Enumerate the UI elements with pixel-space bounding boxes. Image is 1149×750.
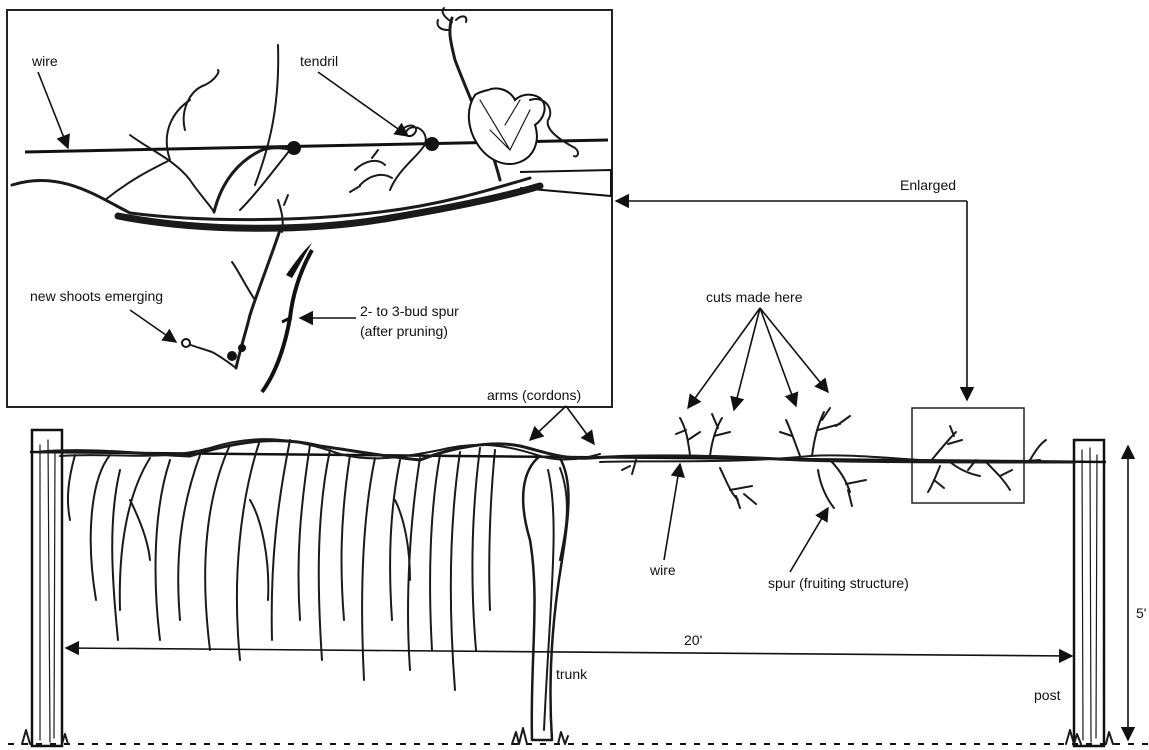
- tendril-label: tendril: [300, 53, 338, 69]
- new-shoots-label: new shoots emerging: [30, 288, 163, 304]
- cuts-arrow-3: [760, 308, 796, 406]
- inset-wire-label: wire: [31, 53, 58, 69]
- height-label: 5': [1136, 605, 1146, 621]
- right-post: [1074, 440, 1104, 746]
- enlarged-label: Enlarged: [900, 177, 956, 193]
- arms-arrow-left: [530, 406, 566, 440]
- inset-frame: [7, 10, 612, 407]
- inset-bud-3: [227, 351, 237, 361]
- inset-bud-1: [287, 141, 301, 155]
- inset-bud-4: [238, 344, 246, 352]
- ground-grass: [22, 728, 1113, 744]
- hanging-canes: [68, 440, 495, 690]
- cuts-arrow-1: [688, 308, 760, 408]
- cuts-label: cuts made here: [706, 289, 803, 305]
- span-dimension: [66, 648, 1072, 656]
- cuts-arrow-4: [760, 308, 828, 392]
- spur-label-line2: (after pruning): [360, 323, 448, 339]
- spur-fruiting-arrow: [790, 508, 828, 572]
- inset-bud-5: [182, 339, 190, 347]
- arms-arrow-right: [566, 406, 594, 444]
- left-post: [32, 430, 62, 746]
- spur-fruiting-label: spur (fruiting structure): [768, 575, 909, 591]
- post-label: post: [1034, 687, 1061, 703]
- inset-bud-2: [425, 137, 439, 151]
- wire-label: wire: [649, 562, 676, 578]
- arms-label: arms (cordons): [487, 387, 581, 403]
- span-label: 20': [684, 632, 702, 648]
- cuts-arrow-2: [734, 308, 760, 410]
- inset-panel: wire tendril new shoots emerging 2- to 3…: [7, 8, 612, 407]
- spur-label-line1: 2- to 3-bud spur: [360, 303, 459, 319]
- trunk-label: trunk: [556, 666, 588, 682]
- wire-arrow: [664, 464, 680, 560]
